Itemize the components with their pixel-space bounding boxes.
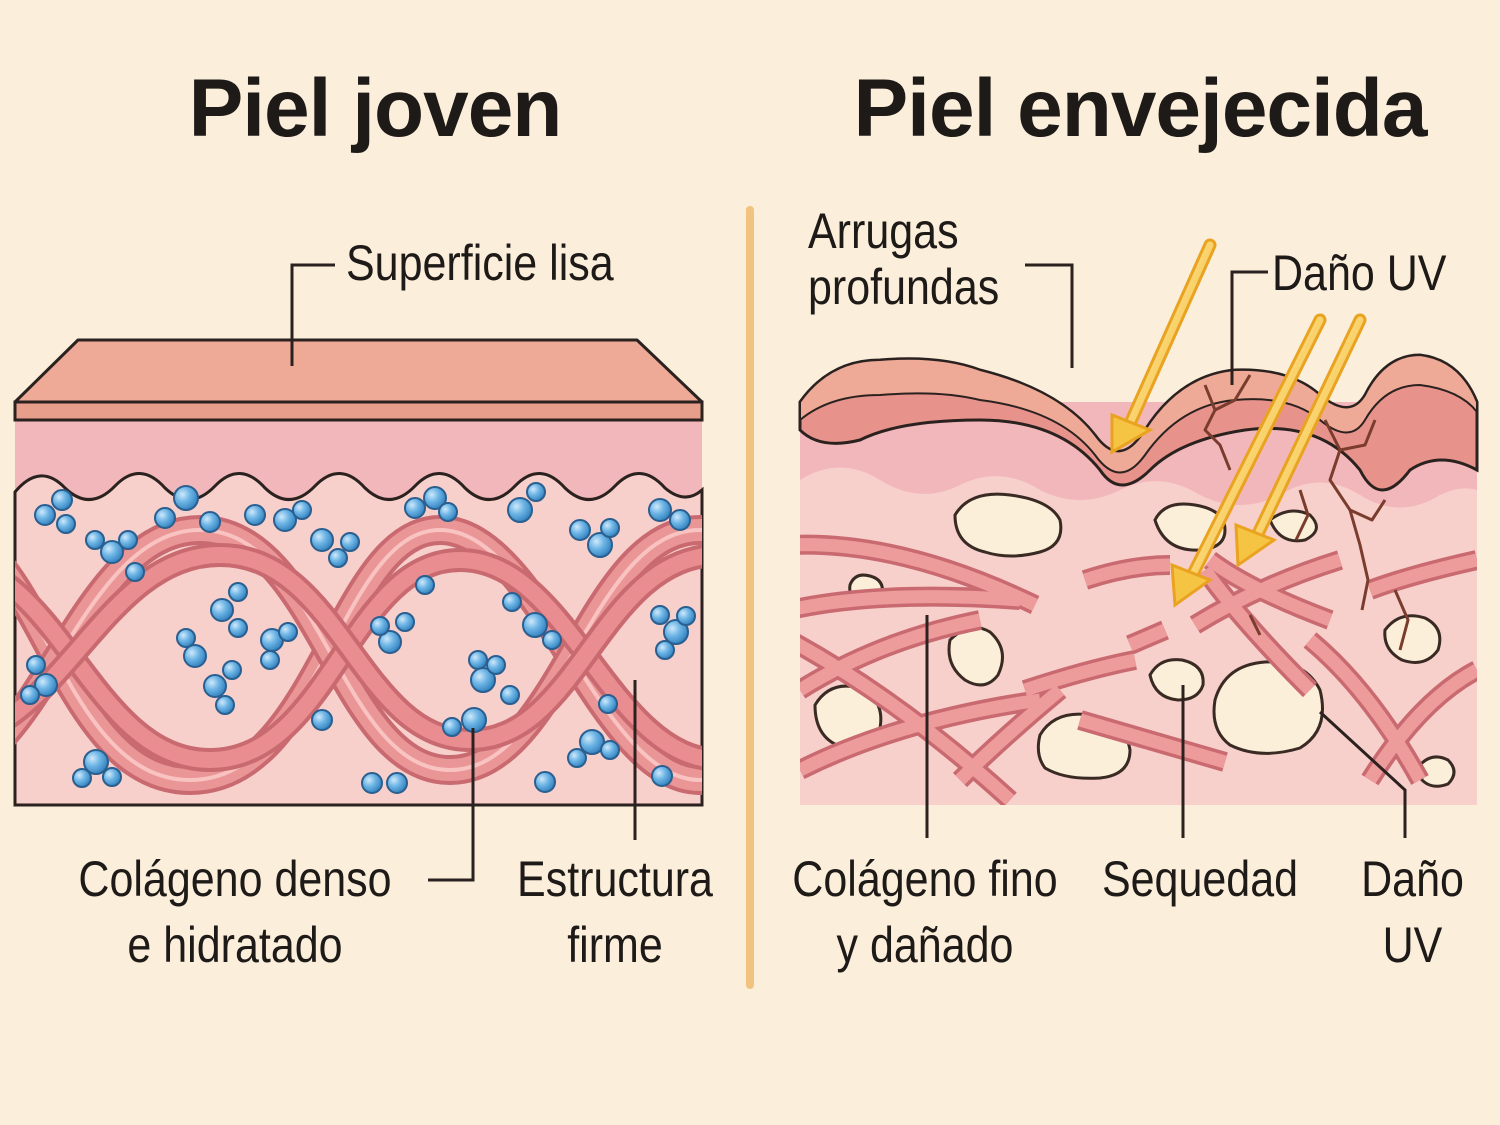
aged-skin-title: Piel envejecida xyxy=(853,63,1427,154)
label-dryness: Sequedad xyxy=(1101,851,1299,907)
young-skin-title: Piel joven xyxy=(188,63,563,154)
skin-cracks xyxy=(1203,374,1410,651)
label-uv-damage-bottom: Daño UV xyxy=(1350,846,1475,978)
label-firm-structure-line2: firme xyxy=(567,917,663,973)
uv-rays xyxy=(1110,238,1367,608)
uv-ray-3 xyxy=(1234,313,1367,568)
young-epidermis-top xyxy=(13,338,704,404)
right-leader-lines xyxy=(925,263,1407,838)
label-dense-collagen: Colágeno denso e hidratado xyxy=(67,846,402,978)
uv-ray-1 xyxy=(1110,238,1217,455)
aged-skin-block xyxy=(798,353,1479,805)
left-leader-lines xyxy=(290,263,637,882)
water-molecules xyxy=(20,482,696,794)
label-thin-collagen-line2: y dañado xyxy=(836,917,1014,973)
damaged-collagen xyxy=(800,534,1477,805)
aged-epidermis-top xyxy=(799,353,1478,474)
label-dense-collagen-line2: e hidratado xyxy=(127,917,343,973)
label-smooth-surface: Superficie lisa xyxy=(346,235,614,291)
label-thin-collagen-line1: Colágeno fino xyxy=(792,851,1058,907)
label-uv-damage-bottom-line2: UV xyxy=(1382,917,1443,973)
label-deep-wrinkles-line1: Arrugas xyxy=(808,203,959,259)
label-deep-wrinkles: Arrugas profundas xyxy=(808,198,999,320)
uv-ray-2 xyxy=(1170,313,1327,608)
label-deep-wrinkles-line2: profundas xyxy=(808,259,1000,315)
label-dense-collagen-line1: Colágeno denso xyxy=(78,851,392,907)
young-skin-block xyxy=(13,338,704,807)
label-firm-structure-line1: Estructura xyxy=(517,851,713,907)
label-uv-damage-top: Daño UV xyxy=(1272,245,1447,301)
young-collagen-fibers xyxy=(15,514,702,796)
label-firm-structure: Estructura firme xyxy=(508,846,723,978)
label-thin-collagen: Colágeno fino y dañado xyxy=(792,846,1059,978)
young-epidermis-front xyxy=(13,400,704,422)
label-uv-damage-bottom-line1: Daño xyxy=(1361,851,1464,907)
